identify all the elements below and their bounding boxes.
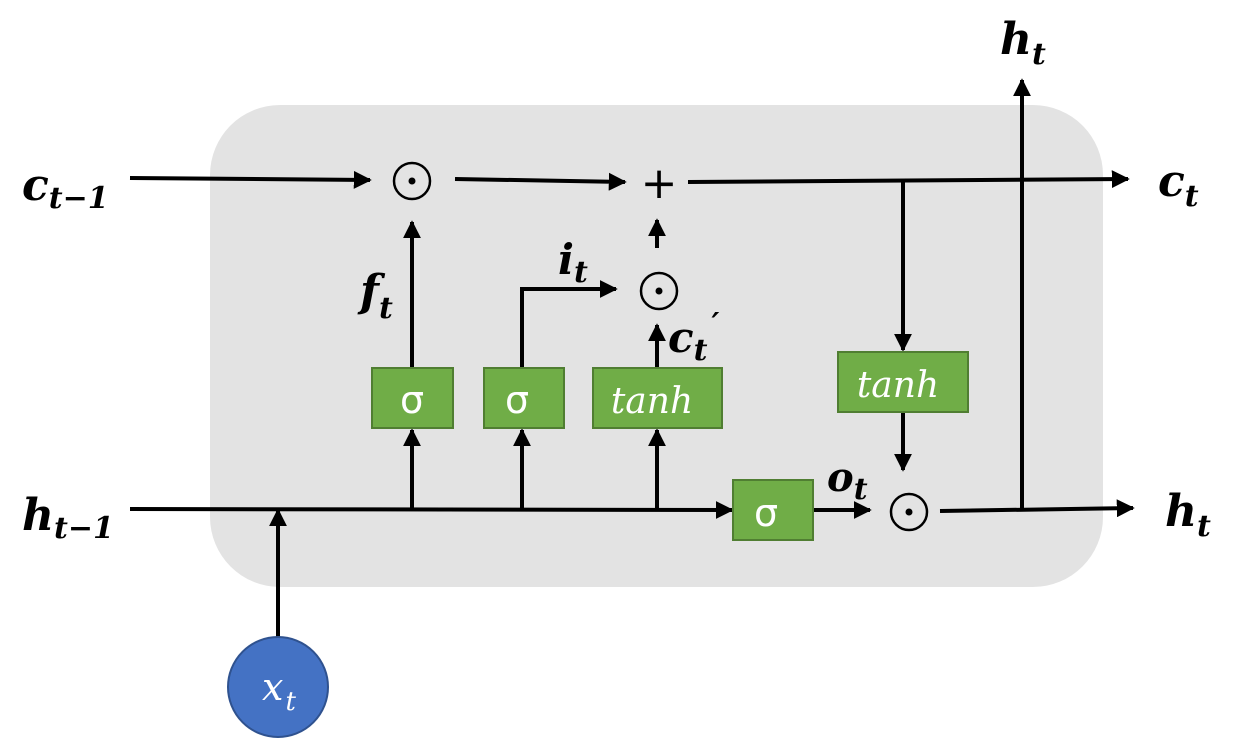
input-gate-label: σ — [505, 378, 529, 422]
candidate-gate: tanh — [592, 367, 723, 429]
arrow-add-to-ct — [687, 170, 1130, 189]
h-t-right-label: ht — [1165, 486, 1211, 544]
cell-tanh-label: tanh — [857, 365, 939, 406]
forget-gate: σ — [371, 367, 454, 429]
candidate-output-label: ct′ — [668, 307, 719, 368]
input-gate: σ — [483, 367, 565, 429]
input-x-label: xt — [262, 665, 296, 717]
add-operator: + — [641, 158, 678, 209]
forget-multiply-operator — [392, 161, 432, 201]
input-multiply-operator — [639, 271, 679, 311]
h-t-top-label: ht — [1000, 14, 1046, 72]
output-gate-label: σ — [754, 491, 778, 535]
output-gate-output-label: ot — [827, 454, 868, 507]
h-prev-label: ht−1 — [22, 490, 114, 546]
arrow-hprev-to-output-gate — [129, 500, 734, 519]
input-gate-output-label: it — [558, 235, 588, 290]
output-gate: σ — [732, 479, 814, 541]
arrow-output-mult-to-ht — [939, 499, 1135, 518]
candidate-gate-label: tanh — [611, 381, 693, 422]
c-prev-label: ct−1 — [22, 160, 109, 216]
output-multiply-operator — [889, 492, 929, 532]
input-node-x: xt — [227, 636, 329, 738]
cell-tanh-gate: tanh — [837, 351, 969, 413]
arrow-input-gate-to-mult — [520, 280, 618, 367]
c-t-label: ct — [1158, 156, 1199, 214]
forget-gate-label: σ — [400, 378, 424, 422]
arrow-forget-mult-to-add — [454, 172, 627, 191]
arrow-cprev-to-forget-mult — [129, 170, 372, 189]
